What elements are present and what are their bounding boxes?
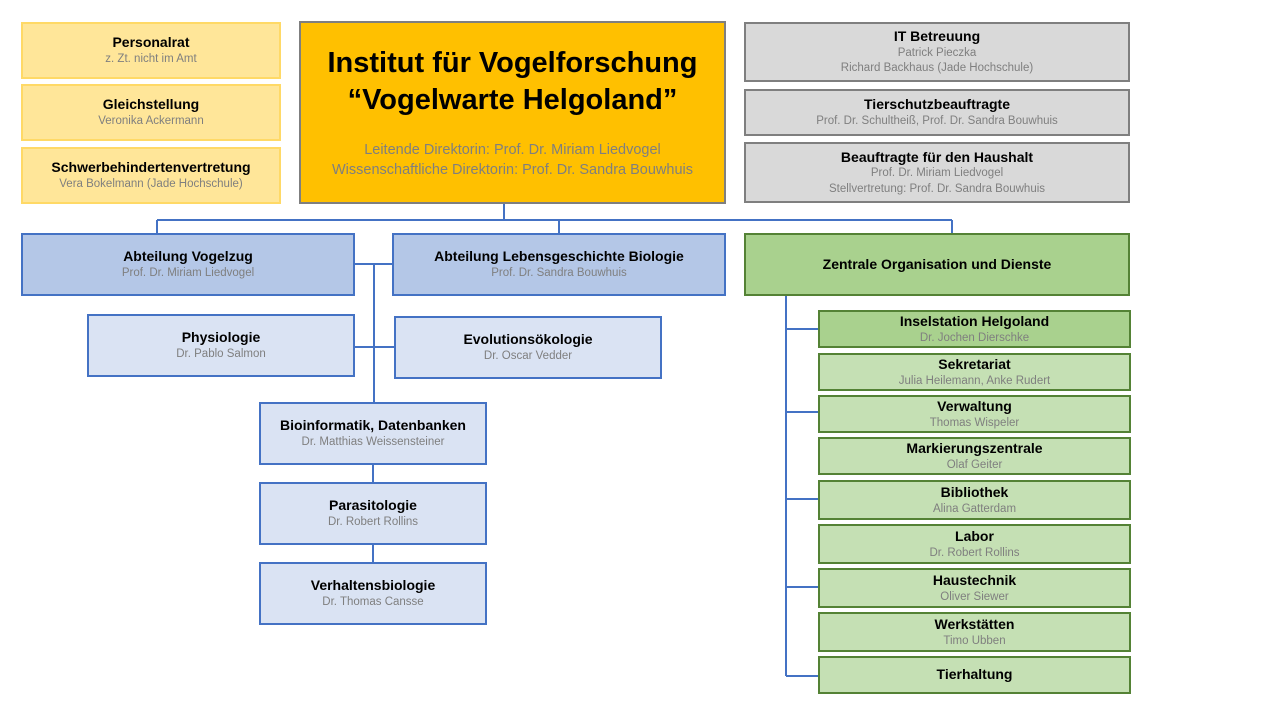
group-box: Parasitologie Dr. Robert Rollins <box>259 482 487 545</box>
box-person: Patrick Pieczka <box>897 46 977 59</box>
box-title: Tierhaltung <box>936 666 1013 683</box>
service-box: Haustechnik Oliver Siewer <box>818 568 1131 608</box>
box-person: Dr. Jochen Dierschke <box>919 331 1030 344</box>
officer-box: IT Betreuung Patrick Pieczka Richard Bac… <box>744 22 1130 82</box>
box-person: Prof. Dr. Schultheiß, Prof. Dr. Sandra B… <box>816 115 1058 128</box>
box-title: Schwerbehindertenvertretung <box>51 159 251 176</box>
box-title: Personalrat <box>112 34 190 51</box>
service-box: Sekretariat Julia Heilemann, Anke Rudert <box>818 353 1131 391</box>
box-title: Bibliothek <box>940 484 1009 501</box>
box-title: Tierschutzbeauftragte <box>864 96 1010 113</box>
institute-leader: Leitende Direktorin: Prof. Dr. Miriam Li… <box>364 141 661 158</box>
group-box: Physiologie Dr. Pablo Salmon <box>87 314 355 377</box>
box-title: Verhaltensbiologie <box>310 577 436 594</box>
box-person: Alina Gatterdam <box>932 502 1017 515</box>
box-person: Prof. Dr. Miriam Liedvogel <box>121 267 255 280</box>
box-person: Stellvertretung: Prof. Dr. Sandra Bouwhu… <box>828 182 1046 195</box>
group-box: Bioinformatik, Datenbanken Dr. Matthias … <box>259 402 487 465</box>
box-title: Labor <box>955 528 994 545</box>
service-box: Werkstätten Timo Ubben <box>818 612 1131 652</box>
box-person: Thomas Wispeler <box>929 416 1020 429</box>
department-box: Abteilung Lebensgeschichte Biologie Prof… <box>392 233 726 296</box>
box-title: Zentrale Organisation und Dienste <box>822 256 1052 273</box>
institute-scientific-director: Wissenschaftliche Direktorin: Prof. Dr. … <box>331 162 694 179</box>
box-title: IT Betreuung <box>893 28 981 45</box>
box-title: Evolutionsökologie <box>463 331 593 348</box>
box-person: Olaf Geiter <box>946 458 1003 471</box>
officer-box: Tierschutzbeauftragte Prof. Dr. Schulthe… <box>744 89 1130 136</box>
box-title: Gleichstellung <box>102 96 200 113</box>
box-person: Prof. Dr. Sandra Bouwhuis <box>491 267 627 280</box>
box-title: Haustechnik <box>932 572 1017 589</box>
service-box: Verwaltung Thomas Wispeler <box>818 395 1131 433</box>
service-box: Tierhaltung <box>818 656 1131 694</box>
box-title: Markierungszentrale <box>906 440 1043 457</box>
box-title: Sekretariat <box>938 356 1011 373</box>
box-title: Physiologie <box>181 329 261 346</box>
box-title: Inselstation Helgoland <box>899 313 1050 330</box>
box-person: Dr. Thomas Cansse <box>322 596 424 609</box>
group-box: Verhaltensbiologie Dr. Thomas Cansse <box>259 562 487 625</box>
box-person: Richard Backhaus (Jade Hochschule) <box>840 62 1034 75</box>
box-title: Parasitologie <box>329 497 417 514</box>
staff-body-box: Gleichstellung Veronika Ackermann <box>21 84 281 141</box>
box-title: Beauftragte für den Haushalt <box>840 148 1034 165</box>
department-box: Zentrale Organisation und Dienste <box>744 233 1130 296</box>
box-person: Veronika Ackermann <box>98 115 204 128</box>
staff-body-box: Personalrat z. Zt. nicht im Amt <box>21 22 281 79</box>
box-title: Abteilung Vogelzug <box>123 248 253 265</box>
service-box: Labor Dr. Robert Rollins <box>818 524 1131 564</box>
box-title: Abteilung Lebensgeschichte Biologie <box>434 248 684 265</box>
box-person: Oliver Siewer <box>940 590 1009 603</box>
institute-subtitle: “Vogelwarte Helgoland” <box>347 84 678 117</box>
officer-box: Beauftragte für den Haushalt Prof. Dr. M… <box>744 142 1130 203</box>
department-box: Abteilung Vogelzug Prof. Dr. Miriam Lied… <box>21 233 355 296</box>
box-person: Vera Bokelmann (Jade Hochschule) <box>59 178 243 191</box>
institute-box: Institut für Vogelforschung “Vogelwarte … <box>299 21 726 204</box>
box-person: z. Zt. nicht im Amt <box>105 53 197 66</box>
box-person: Dr. Pablo Salmon <box>176 348 266 361</box>
box-title: Bioinformatik, Datenbanken <box>280 417 466 434</box>
service-box: Inselstation Helgoland Dr. Jochen Diersc… <box>818 310 1131 348</box>
box-title: Werkstätten <box>934 616 1015 633</box>
service-box: Markierungszentrale Olaf Geiter <box>818 437 1131 475</box>
box-title: Verwaltung <box>937 398 1012 415</box>
box-person: Dr. Robert Rollins <box>929 546 1020 559</box>
box-person: Dr. Robert Rollins <box>327 516 419 529</box>
box-person: Dr. Matthias Weissensteiner <box>301 436 445 449</box>
institute-title: Institut für Vogelforschung <box>327 46 698 79</box>
box-person: Timo Ubben <box>943 634 1006 647</box>
staff-body-box: Schwerbehindertenvertretung Vera Bokelma… <box>21 147 281 204</box>
box-person: Prof. Dr. Miriam Liedvogel <box>870 167 1004 180</box>
box-person: Julia Heilemann, Anke Rudert <box>898 374 1051 387</box>
service-box: Bibliothek Alina Gatterdam <box>818 480 1131 520</box>
group-box: Evolutionsökologie Dr. Oscar Vedder <box>394 316 662 379</box>
box-person: Dr. Oscar Vedder <box>483 350 573 363</box>
